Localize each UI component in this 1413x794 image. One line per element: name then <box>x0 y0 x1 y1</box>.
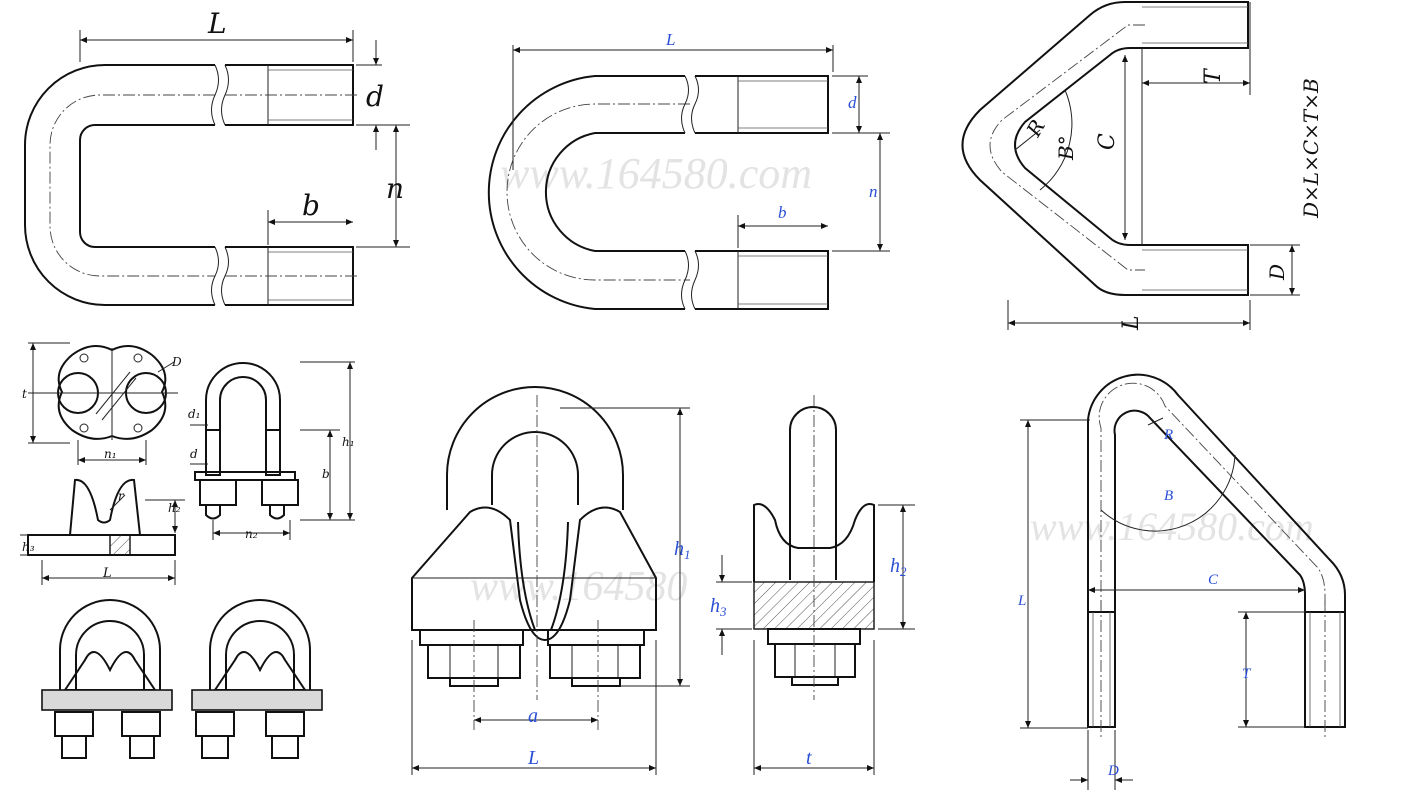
dim-label-n: n <box>386 172 404 205</box>
dim-label-L: L <box>1017 593 1026 609</box>
dim-label-T: T <box>1201 67 1226 84</box>
dim-label-r: r <box>118 489 125 503</box>
dim-label-n2: n₂ <box>245 527 258 541</box>
clip-perspective-1 <box>41 599 173 759</box>
clip-perspective-2 <box>191 599 323 759</box>
v-bolt-diagram: T R B° C D L D×L×C×T×B <box>961 1 1323 331</box>
dim-label-C: C <box>1208 572 1219 588</box>
dim-label-d: d <box>190 447 198 461</box>
dim-label-t: t <box>806 747 812 769</box>
dim-label-R: R <box>1163 427 1173 443</box>
dim-label-B: B <box>1164 488 1173 504</box>
dim-label-D: D <box>1265 264 1289 281</box>
wire-clip-small-views: D t n₁ d₁ d h₁ b n₂ <box>20 342 355 759</box>
dim-label-a: a <box>528 705 538 727</box>
dim-label-L: L <box>665 30 675 49</box>
dim-label-b: b <box>778 203 787 222</box>
dim-label-n: n <box>869 182 878 201</box>
dim-label-d1: d₁ <box>188 407 201 421</box>
dim-label-d: d <box>366 80 384 113</box>
dim-label-h3: h3 <box>710 595 727 619</box>
dim-label-C: C <box>1095 133 1120 150</box>
dim-label-R: R <box>1021 115 1050 141</box>
dim-label-b: b <box>302 189 320 222</box>
dim-label-b: b <box>322 467 330 481</box>
dim-label-n1: n₁ <box>104 447 117 461</box>
u-bolt-diagram-2: L d n b <box>487 30 890 310</box>
hook-bolt-diagram: R B C L T D <box>1017 373 1346 790</box>
dim-label-h2: h₂ <box>168 501 181 515</box>
watermark-url: www.164580.com <box>1030 504 1314 549</box>
dim-label-t: t <box>22 387 27 401</box>
dim-label-d: d <box>848 93 857 112</box>
watermark-url: www.164580.com <box>500 149 812 198</box>
wire-clip-front-view: h1 a L <box>411 386 691 775</box>
dim-label-D: D <box>1107 763 1119 779</box>
dim-label-L: L <box>1119 315 1144 331</box>
dim-label-L: L <box>207 7 227 40</box>
dim-label-h1: h1 <box>674 538 691 562</box>
dim-label-L: L <box>527 747 539 769</box>
watermark-url: www.164580 <box>470 564 687 610</box>
dim-label-T: T <box>1242 666 1252 682</box>
wire-clip-side-view: h2 h3 t <box>710 395 915 775</box>
size-formula: D×L×C×T×B <box>1299 78 1323 219</box>
dim-label-h2: h2 <box>890 555 907 579</box>
dim-label-L: L <box>102 566 112 581</box>
dim-label-D: D <box>171 355 182 369</box>
u-bolt-diagram-1: L d b n <box>24 7 410 306</box>
dim-label-h3: h₃ <box>22 540 35 554</box>
dim-label-B: B° <box>1054 135 1078 161</box>
dim-label-h1: h₁ <box>342 435 355 449</box>
